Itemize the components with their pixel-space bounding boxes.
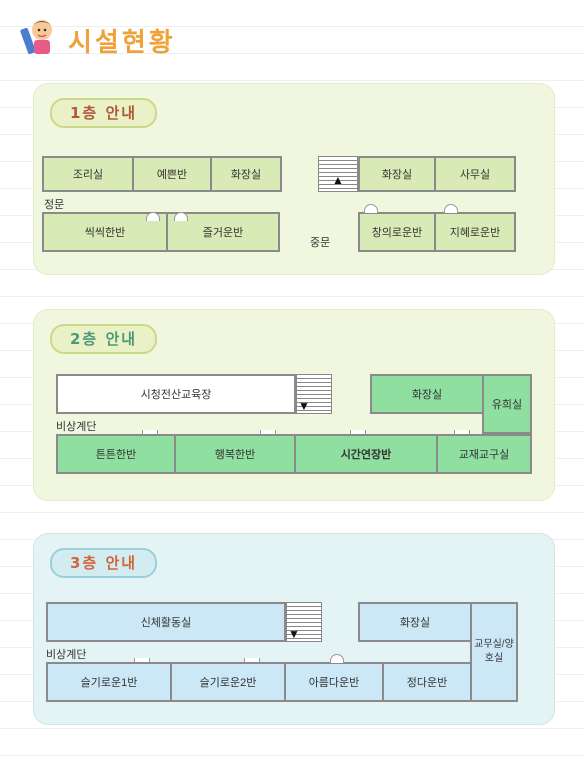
doorway	[244, 658, 260, 662]
room-toilet-right: 화장실	[358, 156, 436, 192]
room-haengbok: 행복한반	[174, 434, 296, 474]
room-extended: 시간연장반	[294, 434, 438, 474]
room-toilet: 화장실	[358, 602, 472, 642]
room-gym: 신체활동실	[46, 602, 286, 642]
arrow-up-icon: ▲	[332, 173, 344, 187]
door-icon	[174, 212, 188, 221]
room-cook: 조리실	[42, 156, 134, 192]
room-seulgi2: 슬기로운2반	[170, 662, 286, 702]
room-jeongda: 정다운반	[382, 662, 472, 702]
floor-1-panel: 1층 안내 조리실 예쁜반 화장실 ▲ 화장실 사무실 정문 씩씩한반 즐거운반…	[34, 84, 554, 274]
floor-3-badge: 3층 안내	[50, 548, 158, 578]
stairs	[318, 156, 358, 192]
label-middle-gate: 중문	[310, 237, 331, 249]
room-seulgi1: 슬기로운1반	[46, 662, 172, 702]
arrow-down-icon: ▼	[288, 627, 300, 641]
door-icon	[146, 212, 160, 221]
room-toilet-left: 화장실	[210, 156, 282, 192]
floor-2-badge: 2층 안내	[50, 324, 158, 354]
room-toilet: 화장실	[370, 374, 484, 414]
room-teaching-material: 교재교구실	[436, 434, 532, 474]
doorway	[260, 430, 276, 434]
door-icon	[444, 204, 458, 213]
room-office: 사무실	[434, 156, 516, 192]
floor-3-panel: 3층 안내 신체활동실 ▼ 화장실 교무실/양호실 비상계단 슬기로운1반 슬기…	[34, 534, 554, 724]
room-teunteun: 튼튼한반	[56, 434, 176, 474]
doorway	[350, 430, 366, 434]
door-icon	[364, 204, 378, 213]
room-yebbeun: 예쁜반	[132, 156, 212, 192]
floor-1-badge: 1층 안내	[50, 98, 158, 128]
page-header: 시설현황	[18, 14, 218, 58]
room-changui: 창의로운반	[358, 212, 436, 252]
page-title: 시설현황	[68, 28, 176, 58]
room-nursing: 유희실	[482, 374, 532, 434]
room-jihye: 지혜로운반	[434, 212, 516, 252]
doorway	[142, 430, 158, 434]
label-main-gate: 정문	[44, 199, 65, 211]
doorway	[134, 658, 150, 662]
floor-2-panel: 2층 안내 시청전산교육장 ▼ 화장실 유희실 비상계단 튼튼한반 행복한반 시…	[34, 310, 554, 500]
stairs	[286, 602, 322, 642]
door-icon	[330, 654, 344, 663]
room-staff: 교무실/양호실	[470, 602, 518, 702]
room-areumda: 아름다운반	[284, 662, 384, 702]
stairs	[296, 374, 332, 414]
label-emergency-stairs: 비상계단	[46, 649, 87, 661]
doorway	[454, 430, 470, 434]
arrow-down-icon: ▼	[298, 399, 310, 413]
label-emergency-stairs: 비상계단	[56, 421, 97, 433]
room-av: 시청전산교육장	[56, 374, 296, 414]
child-pencil-icon	[20, 20, 52, 55]
